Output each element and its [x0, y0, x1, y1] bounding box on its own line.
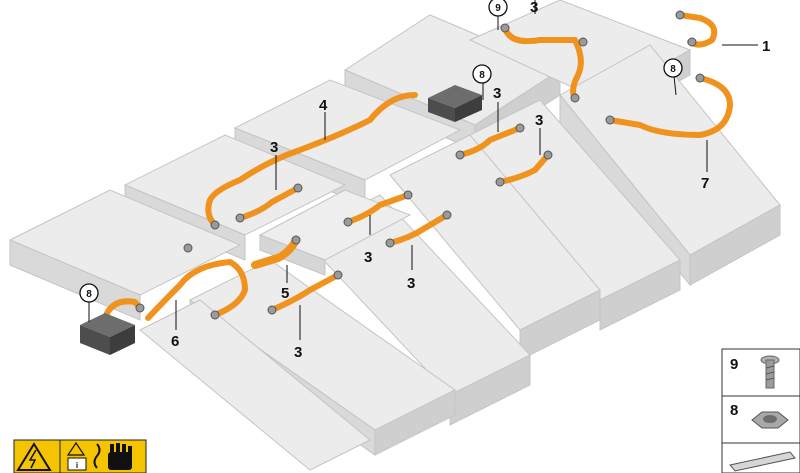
callout-1: 1 — [762, 38, 770, 55]
svg-text:8: 8 — [670, 64, 676, 75]
svg-text:9: 9 — [495, 3, 501, 14]
circled-callout-9: 9 — [488, 0, 508, 17]
cable-4 — [205, 92, 418, 228]
callout-3: 3 — [535, 112, 543, 129]
callout-3: 3 — [270, 139, 278, 156]
circled-callout-8: 8 — [472, 64, 492, 84]
callout-4: 4 — [319, 97, 328, 114]
protective-gloves-icon — [93, 443, 132, 470]
parts-legend: 9 8 — [721, 348, 800, 473]
cable-1 — [677, 12, 718, 48]
circled-callout-8: 8 — [663, 58, 683, 78]
leader-lines — [88, 0, 758, 340]
nut-icon — [751, 411, 789, 429]
callout-6: 6 — [171, 333, 179, 350]
cable-3 — [269, 272, 341, 313]
svg-text:8: 8 — [479, 70, 485, 81]
callout-5: 5 — [281, 285, 289, 302]
callout-3: 3 — [364, 249, 372, 266]
circled-callout-8: 8 — [79, 283, 99, 303]
read-manual-icon: i — [66, 441, 87, 471]
circled-callouts: 9 8 8 8 — [79, 0, 683, 303]
cable-lugs — [135, 10, 705, 320]
callout-7: 7 — [701, 175, 709, 192]
warning-label: i — [13, 439, 147, 473]
callout-3: 3 — [530, 0, 538, 16]
callout-3: 3 — [407, 275, 415, 292]
lever-icon — [729, 451, 796, 472]
callouts: 1 7 4 3 3 3 3 3 3 3 5 6 — [171, 0, 770, 361]
battery-modules — [8, 0, 781, 471]
junction-box — [428, 85, 482, 122]
screw-icon — [760, 355, 780, 389]
callout-3: 3 — [294, 344, 302, 361]
cable-6 — [145, 259, 248, 321]
battery-module — [8, 189, 242, 321]
legend-label-9: 9 — [730, 356, 738, 373]
junction-box — [80, 313, 135, 355]
high-voltage-warning-icon — [16, 442, 52, 471]
svg-text:8: 8 — [86, 289, 92, 300]
cable-7 — [607, 75, 733, 138]
cable-top-loop — [502, 25, 584, 101]
battery-module — [389, 134, 601, 361]
battery-module — [139, 299, 371, 471]
callout-3: 3 — [493, 85, 501, 102]
svg-text:i: i — [76, 461, 78, 470]
legend-label-8: 8 — [730, 402, 738, 419]
